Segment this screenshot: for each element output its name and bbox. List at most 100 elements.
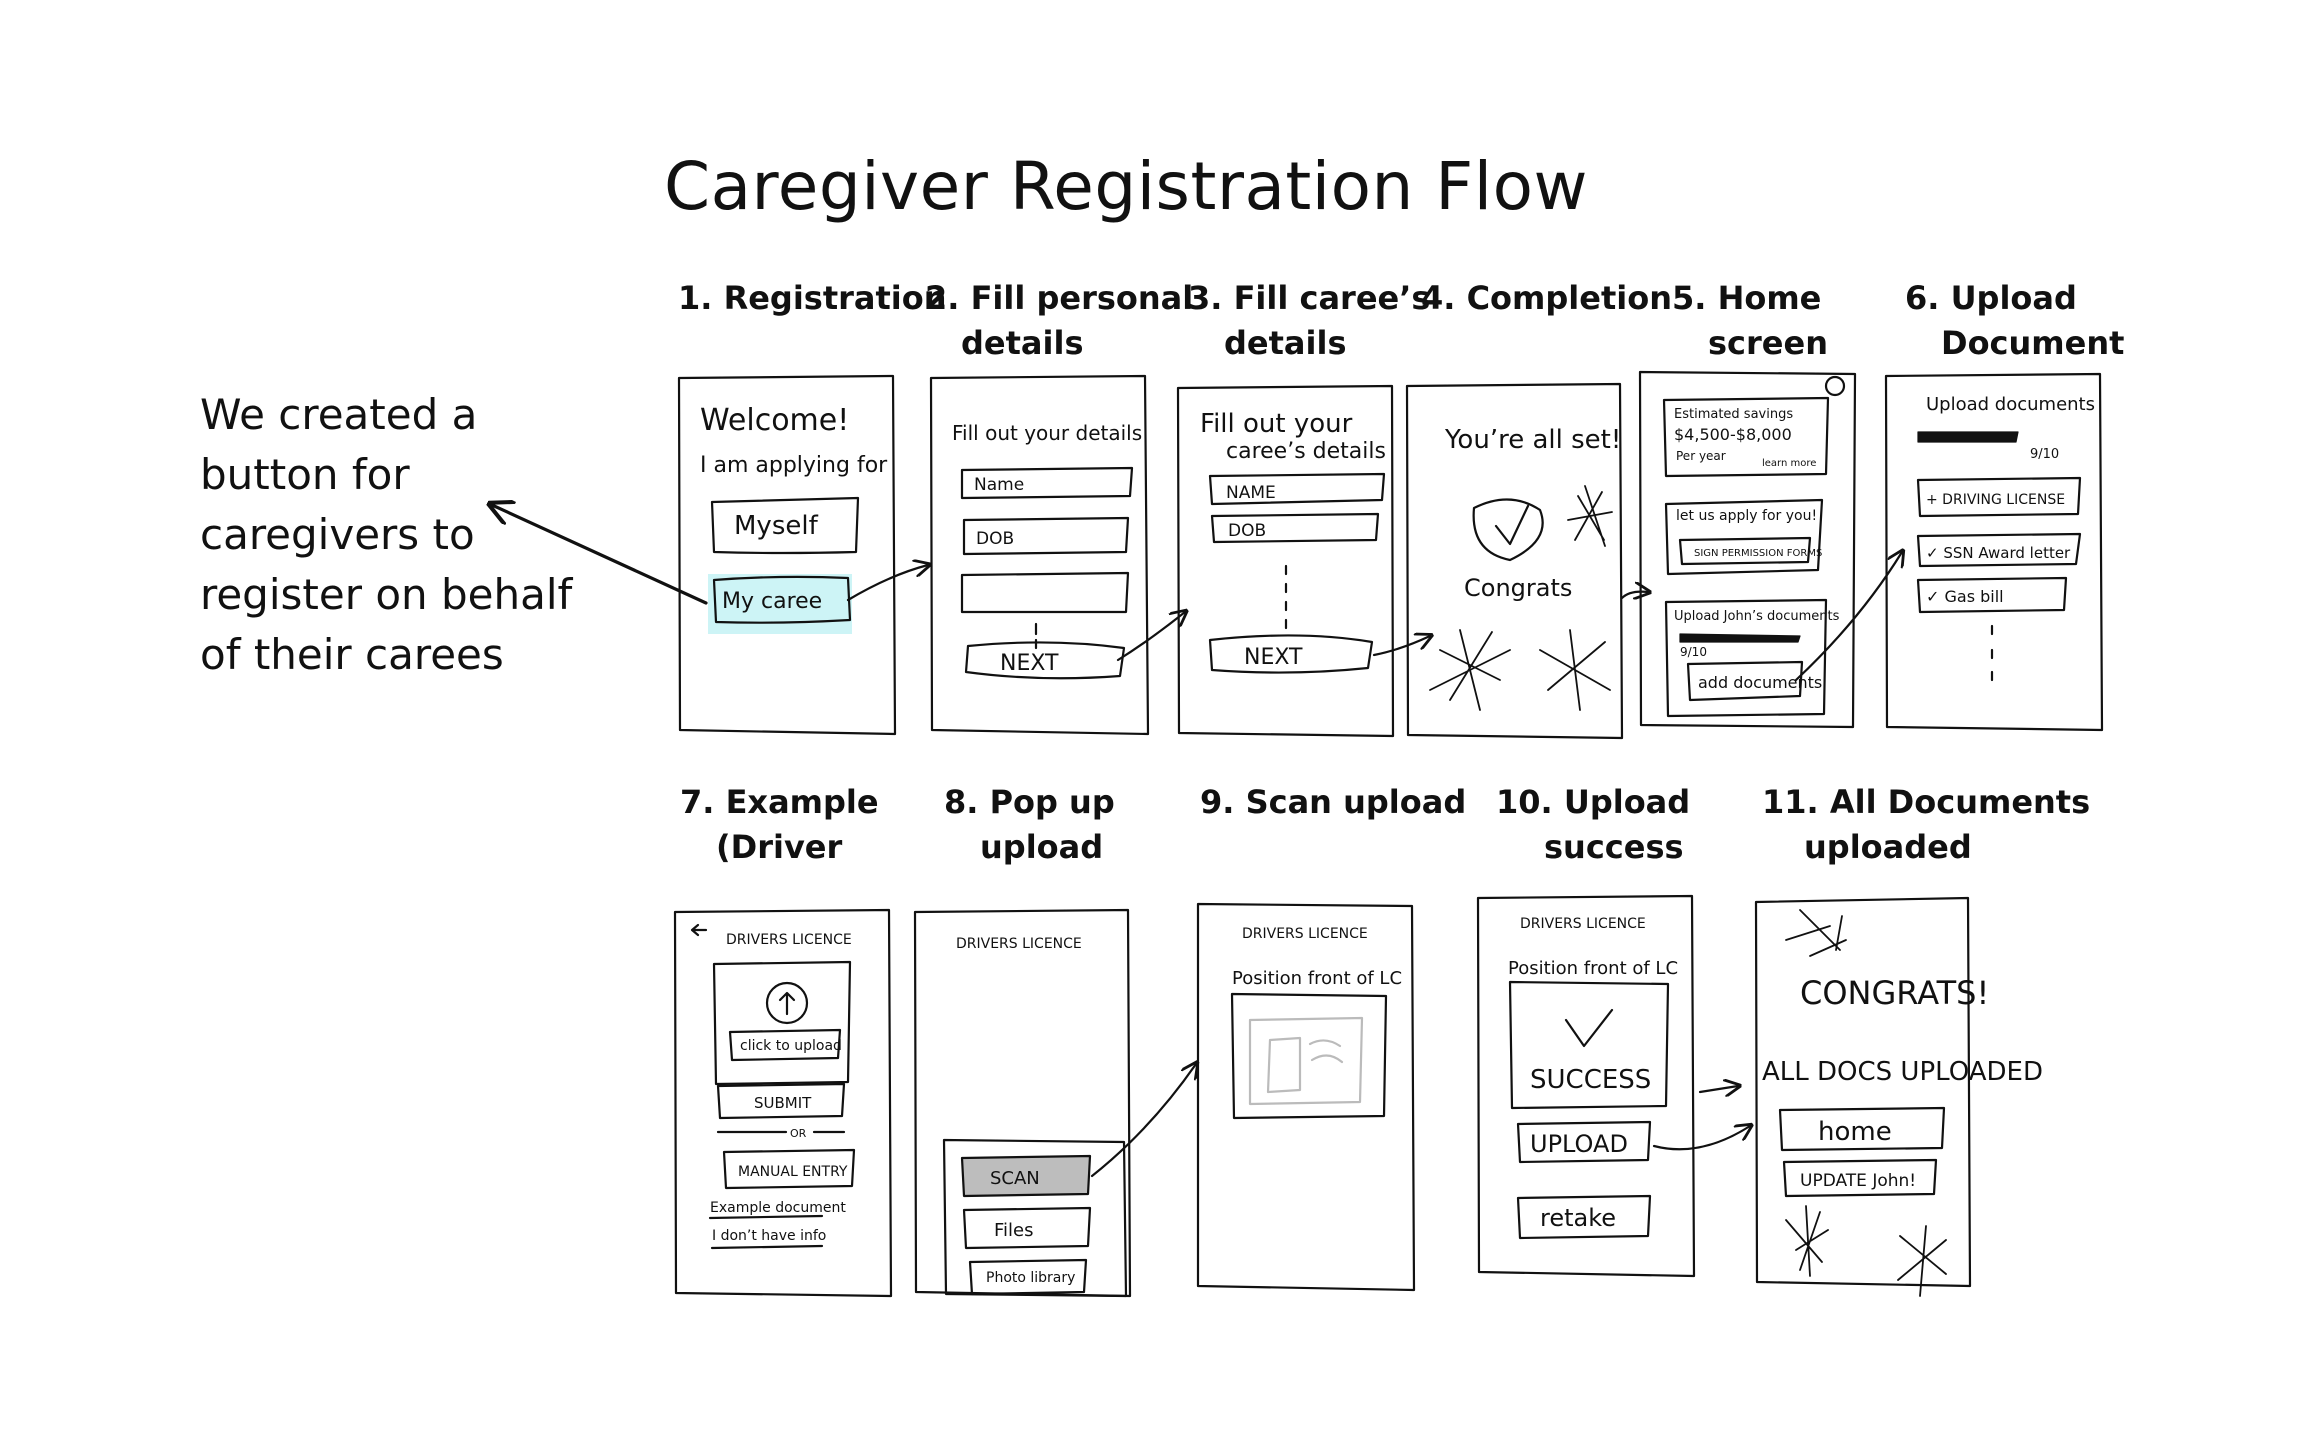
- s11-all: ALL DOCS UPLOADED: [1762, 1057, 2043, 1087]
- s5-savings2: $4,500-$8,000: [1674, 425, 1792, 444]
- flow-arrow-1-2: [846, 565, 928, 602]
- s7-heading: DRIVERS LICENCE: [726, 932, 852, 948]
- step-label-1: 1. Registration: [678, 279, 947, 317]
- doc-license: [1916, 476, 2082, 518]
- s3-heading1: Fill out your: [1200, 409, 1353, 439]
- annotation-arrow: [492, 505, 708, 605]
- s11-home[interactable]: home: [1818, 1117, 1892, 1147]
- s3-heading2: caree’s details: [1226, 439, 1386, 464]
- flow-arrow-3-4: [1372, 636, 1430, 657]
- s1-caree[interactable]: My caree: [722, 589, 822, 614]
- s6-doc3[interactable]: ✓ Gas bill: [1926, 587, 2004, 606]
- caree-dob-field: [1210, 512, 1380, 544]
- s11-update[interactable]: UPDATE John!: [1800, 1171, 1916, 1191]
- my-caree-button: [712, 575, 852, 624]
- page-title: Caregiver Registration Flow: [664, 148, 1588, 225]
- s5-savings3: Per year: [1676, 449, 1726, 463]
- s3-name: NAME: [1226, 483, 1276, 503]
- s8-scan[interactable]: SCAN: [990, 1168, 1040, 1189]
- s7-click[interactable]: click to upload: [740, 1038, 842, 1054]
- flow-arrow-8-9: [1090, 1064, 1196, 1178]
- popup-sheet: [942, 1138, 1128, 1298]
- step-label-9: 9. Scan upload: [1200, 783, 1467, 821]
- license-preview: [1248, 1016, 1364, 1106]
- screen-10-success: [1476, 894, 1750, 1278]
- screen-9-scan: [1196, 902, 1416, 1292]
- step-label-7: 7. Example(Driver: [680, 783, 879, 866]
- s2-next[interactable]: NEXT: [1000, 651, 1059, 676]
- screen-6-upload: [1884, 372, 2104, 732]
- s8-files[interactable]: Files: [994, 1220, 1034, 1241]
- s10-retake[interactable]: retake: [1540, 1204, 1616, 1232]
- s5-learn[interactable]: learn more: [1762, 458, 1816, 469]
- s7-manual[interactable]: MANUAL ENTRY: [738, 1164, 848, 1180]
- screen-5-home: [1638, 370, 1902, 729]
- annotation-line: register on behalf: [200, 570, 573, 619]
- s7-example[interactable]: Example document: [710, 1200, 846, 1216]
- home-button: [1778, 1106, 1946, 1152]
- s5-apply: let us apply for you!: [1676, 508, 1817, 524]
- screen-7-example: [673, 908, 893, 1298]
- s10-upload[interactable]: UPLOAD: [1530, 1130, 1628, 1158]
- s3-next[interactable]: NEXT: [1244, 645, 1303, 670]
- apply-card: [1664, 498, 1824, 576]
- name-field: [960, 466, 1134, 500]
- s6-doc2[interactable]: ✓ SSN Award letter: [1926, 544, 2071, 562]
- heart-check: [1472, 498, 1544, 562]
- s7-submit[interactable]: SUBMIT: [754, 1094, 812, 1112]
- success-check: [1564, 1008, 1614, 1048]
- s5-sign[interactable]: SIGN PERMISSION FORMS: [1694, 548, 1822, 559]
- step-label-4: 4. Completion: [1421, 279, 1672, 317]
- files-option: [962, 1206, 1092, 1250]
- profile-icon: [1824, 375, 1846, 397]
- screen-2-personal: [929, 374, 1185, 736]
- burst: [1429, 485, 1613, 711]
- manual-entry-button: [722, 1148, 856, 1190]
- annotation-line: of their carees: [200, 630, 504, 679]
- flow-arrow-10-11b: [1698, 1086, 1738, 1092]
- s5-progress: 9/10: [1680, 645, 1707, 659]
- camera-frame: [1230, 992, 1388, 1120]
- add-documents-button: [1686, 660, 1804, 702]
- screen-4-completion: [1405, 382, 1648, 740]
- s6-heading: Upload documents: [1926, 394, 2095, 415]
- s5-add[interactable]: add documents: [1698, 673, 1822, 692]
- doc-ssn: [1916, 532, 2082, 568]
- success-frame: [1508, 980, 1670, 1110]
- s10-position: Position front of LC: [1508, 958, 1678, 979]
- click-upload-button: [728, 1028, 842, 1062]
- caree-highlight: [708, 574, 852, 634]
- dob-field: [962, 516, 1130, 556]
- s1-applying: I am applying for: [700, 453, 888, 478]
- update-button: [1782, 1158, 1938, 1198]
- s8-heading: DRIVERS LICENCE: [956, 936, 1082, 952]
- annotation-line: We created a: [200, 390, 478, 439]
- photo-library-option: [968, 1258, 1088, 1296]
- s5-savings1: Estimated savings: [1674, 407, 1793, 422]
- screen-1-registration: [677, 374, 928, 736]
- caree-name-field: [1208, 472, 1386, 506]
- s10-heading: DRIVERS LICENCE: [1520, 916, 1646, 932]
- doc-progress: [1917, 431, 2019, 443]
- upload-progress: [1679, 633, 1801, 643]
- s1-myself[interactable]: Myself: [734, 511, 819, 541]
- next-button-3: [1208, 634, 1374, 674]
- sign-forms-button: [1678, 536, 1812, 566]
- s6-progress: 9/10: [2030, 447, 2059, 462]
- annotation-line: caregivers to: [200, 510, 475, 559]
- upload-icon: [765, 981, 809, 1025]
- flow-arrow-10-11: [1652, 1126, 1750, 1151]
- upload-button: [1516, 1120, 1652, 1164]
- s7-noinfo[interactable]: I don’t have info: [712, 1228, 826, 1244]
- s6-doc1[interactable]: + DRIVING LICENSE: [1926, 492, 2065, 508]
- s8-photo[interactable]: Photo library: [986, 1270, 1075, 1286]
- scan-option: [960, 1154, 1092, 1198]
- s2-name: Name: [974, 475, 1024, 495]
- burst-11: [1785, 909, 1947, 1297]
- savings-card: [1662, 396, 1830, 478]
